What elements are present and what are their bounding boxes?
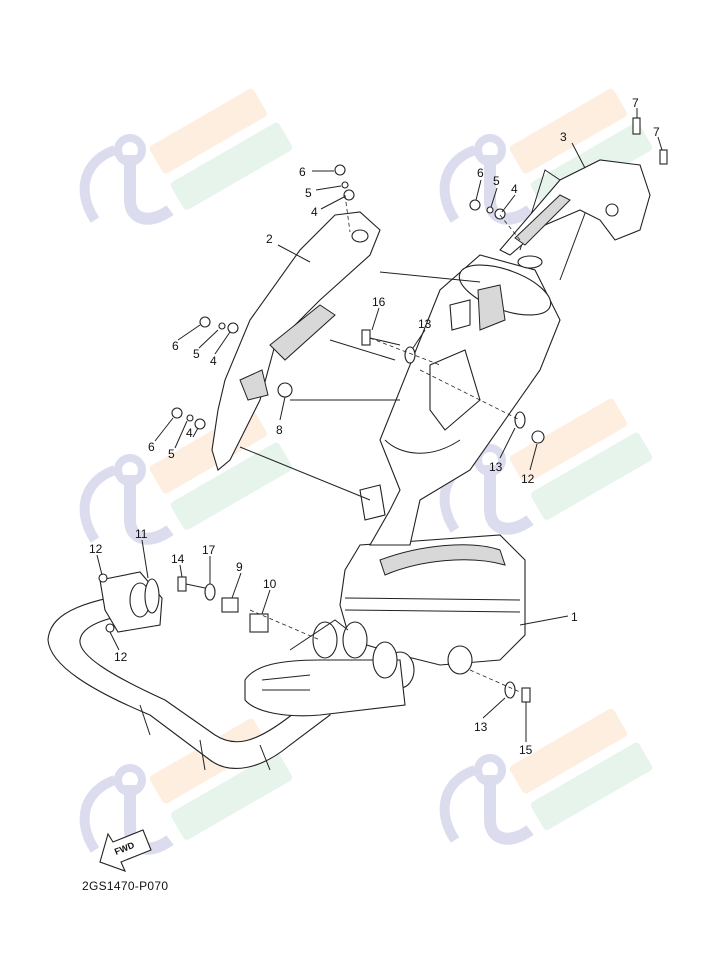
watermark-logo <box>79 88 293 225</box>
callout-5: 5 <box>193 347 200 361</box>
diagram-code: 2GS1470-P070 <box>82 879 169 893</box>
callout-7: 7 <box>632 96 639 110</box>
callout-4: 4 <box>511 182 518 196</box>
callout-8: 8 <box>276 423 283 437</box>
callout-6: 6 <box>172 339 179 353</box>
callout-7: 7 <box>653 125 660 139</box>
fasteners <box>171 117 668 703</box>
watermark-logo <box>439 708 653 845</box>
callout-13: 13 <box>474 720 488 734</box>
callout-15: 15 <box>519 743 533 757</box>
callout-13: 13 <box>418 317 432 331</box>
alignment-lines <box>239 194 521 693</box>
callout-13: 13 <box>489 460 503 474</box>
callout-6: 6 <box>148 440 155 454</box>
callout-9: 9 <box>236 560 243 574</box>
callout-17: 17 <box>202 543 216 557</box>
callout-5: 5 <box>305 186 312 200</box>
catalyst-pipe <box>359 169 591 546</box>
callout-6: 6 <box>299 165 306 179</box>
callout-12: 12 <box>521 472 535 486</box>
callout-4: 4 <box>210 354 217 368</box>
leader-lines <box>96 108 663 742</box>
callout-4: 4 <box>186 426 193 440</box>
callout-4: 4 <box>311 205 318 219</box>
callout-2: 2 <box>266 232 273 246</box>
callout-labels: 6 5 4 2 7 7 3 6 5 4 16 13 6 5 4 8 6 5 4 … <box>89 96 660 757</box>
protector-2 <box>211 211 381 471</box>
callout-6: 6 <box>477 166 484 180</box>
muffler-body <box>244 534 526 717</box>
exhaust-pipe <box>47 589 331 771</box>
fwd-arrow: FWD <box>99 829 152 872</box>
callout-12: 12 <box>114 650 128 664</box>
callout-14: 14 <box>171 552 185 566</box>
callout-10: 10 <box>263 577 277 591</box>
callout-3: 3 <box>560 130 567 144</box>
callout-5: 5 <box>493 174 500 188</box>
callout-5: 5 <box>168 447 175 461</box>
watermark-logo <box>439 398 653 535</box>
protector-3 <box>499 159 651 256</box>
exhaust-flange <box>98 571 163 633</box>
callout-11: 11 <box>135 527 148 541</box>
callout-12: 12 <box>89 542 103 556</box>
callout-1: 1 <box>571 610 578 624</box>
callout-16: 16 <box>372 295 386 309</box>
